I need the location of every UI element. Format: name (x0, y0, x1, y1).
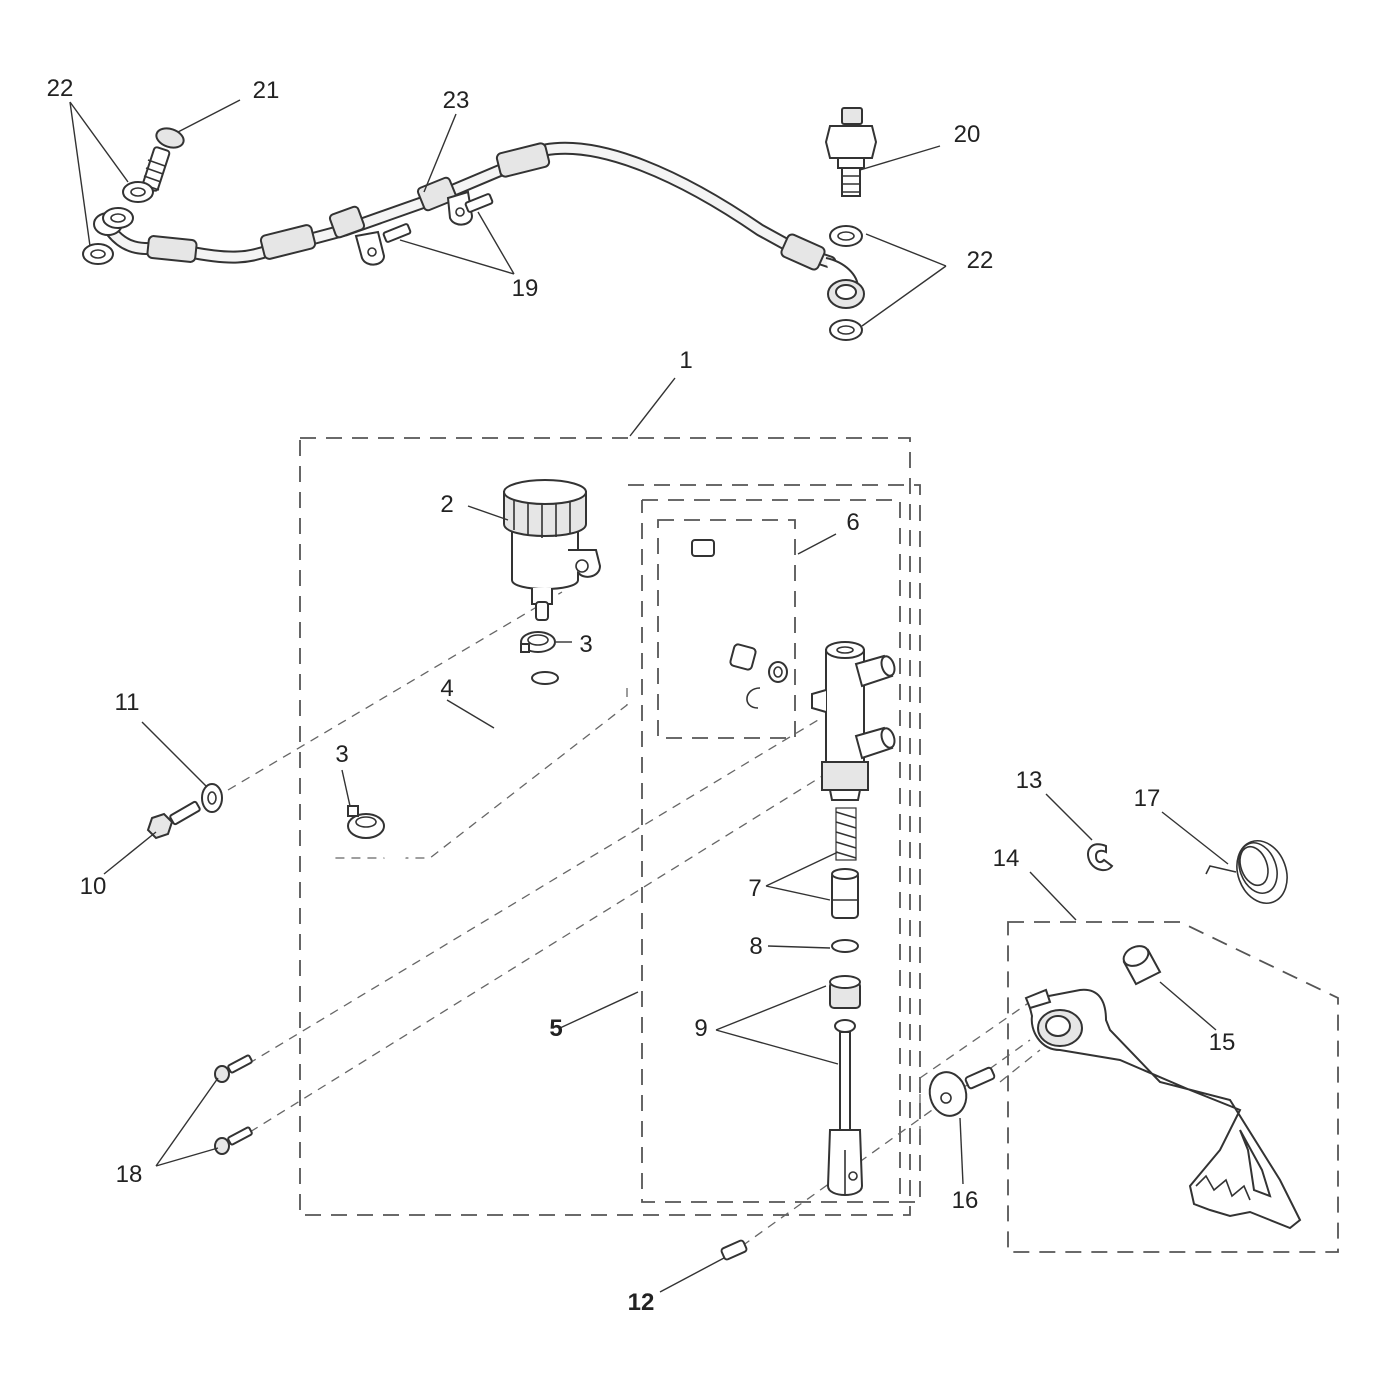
clip-3-lower (347, 805, 385, 839)
callout-5: 5 (549, 1015, 562, 1042)
callout-8: 8 (749, 933, 762, 960)
reservoir-hose-outline (335, 688, 628, 859)
seal-8 (831, 939, 859, 953)
callout-23: 23 (443, 87, 470, 114)
callout-3-lower: 3 (335, 741, 348, 768)
callout-9: 9 (694, 1015, 707, 1042)
brake-hose (93, 141, 865, 309)
callout-7: 7 (748, 875, 761, 902)
callout-6: 6 (846, 509, 859, 536)
bolt-10 (146, 800, 201, 840)
master-cylinder-body (811, 641, 896, 801)
pin-12 (720, 1239, 748, 1261)
callout-10: 10 (80, 873, 107, 900)
callout-13: 13 (1016, 767, 1043, 794)
sealing-washers-22-right (829, 225, 863, 341)
callout-20: 20 (954, 121, 981, 148)
bolts-19 (382, 193, 494, 243)
piston-7 (831, 868, 859, 919)
callout-19: 19 (512, 275, 539, 302)
circlip-13 (1087, 843, 1114, 872)
callout-22-right: 22 (967, 247, 994, 274)
brake-light-switch-20 (824, 107, 878, 197)
hose-4 (384, 669, 559, 866)
bolt-18-upper (214, 1054, 253, 1083)
pipe-kit-6 (691, 539, 788, 709)
banjo-bolt-21 (141, 127, 185, 192)
clip-3-upper (520, 631, 556, 653)
callout-3-upper: 3 (579, 631, 592, 658)
pushrod-9 (826, 975, 864, 1196)
spring-7 (835, 807, 857, 861)
pivot-bolt-16 (928, 1066, 996, 1117)
callout-2: 2 (440, 491, 453, 518)
reservoir-2 (503, 479, 602, 621)
alignment-lines (227, 591, 1041, 1247)
leader-lines (69, 99, 1229, 1293)
callout-16: 16 (952, 1187, 979, 1214)
callout-12: 12 (628, 1289, 655, 1316)
assembly-outline-14 (1007, 921, 1339, 1253)
callout-11: 11 (115, 689, 140, 716)
callout-17: 17 (1134, 785, 1161, 812)
callout-labels: 1 2 3 3 4 5 6 7 8 9 10 11 12 13 14 15 16… (47, 75, 1236, 1316)
callout-14: 14 (993, 845, 1020, 872)
assembly-outline-1 (299, 437, 911, 1216)
brake-pedal-14 (1024, 988, 1302, 1230)
callout-22-left: 22 (47, 75, 74, 102)
washer-11 (201, 783, 223, 813)
callout-15: 15 (1209, 1029, 1236, 1056)
assembly-outline-6 (657, 519, 796, 739)
callout-1: 1 (679, 347, 692, 374)
callout-18: 18 (116, 1161, 143, 1188)
bush-15 (1122, 945, 1162, 986)
bolt-18-lower (214, 1126, 253, 1155)
assembly-outline-5 (628, 484, 921, 1203)
sealing-washers-22-left (82, 181, 154, 265)
callout-4: 4 (440, 675, 453, 702)
callout-21: 21 (253, 77, 280, 104)
spring-17 (1205, 840, 1288, 904)
